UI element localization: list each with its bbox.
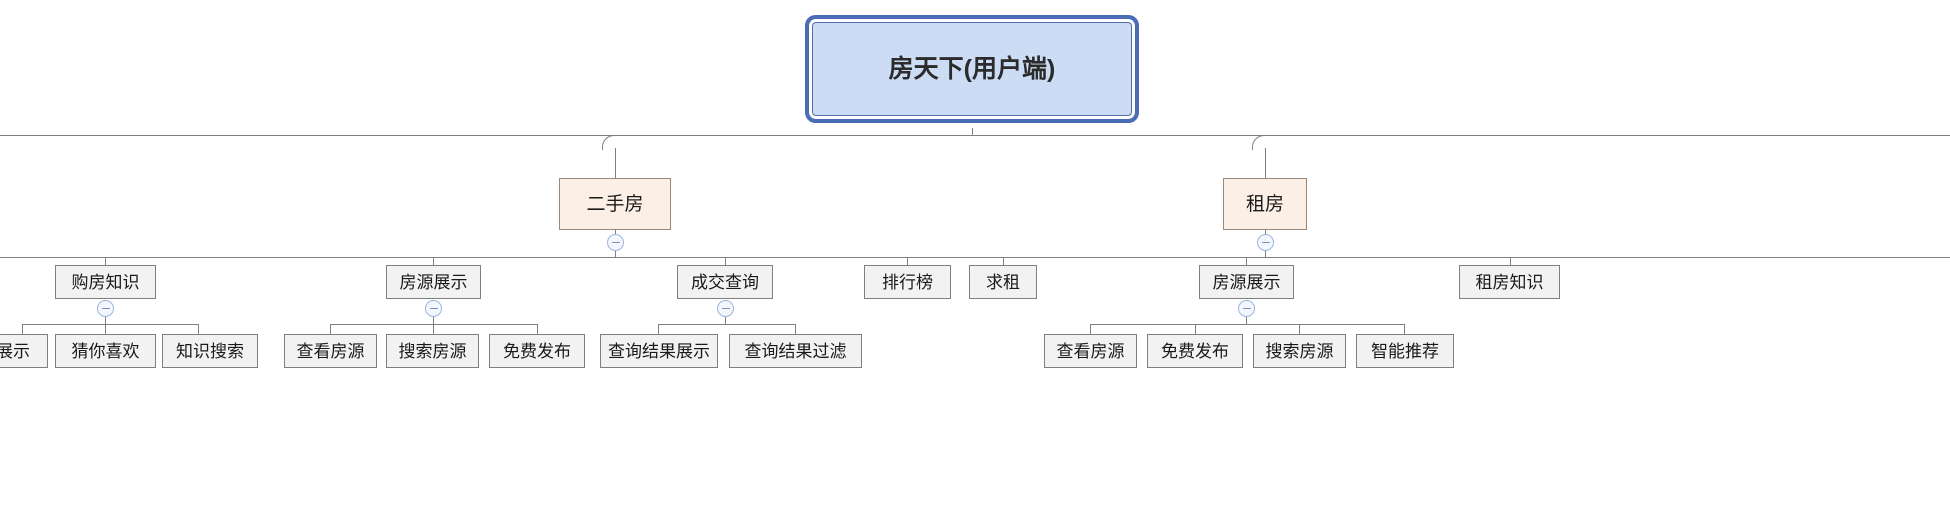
connector-erfang-drop xyxy=(615,148,616,178)
collapse-minus-icon xyxy=(429,307,438,310)
node-zf-mianfei-fabu-label: 免费发布 xyxy=(1161,341,1229,361)
connector-gfzs-c3 xyxy=(198,324,199,334)
connector-gfzs-c1 xyxy=(22,324,23,334)
node-zf-chakan-fangyuan-label: 查看房源 xyxy=(1056,341,1125,361)
node-esf-mianfei-fabu[interactable]: 免费发布 xyxy=(489,334,585,368)
node-chaxun-jieguo-guolv[interactable]: 查询结果过滤 xyxy=(729,334,862,368)
collapse-toggle-esf-fangyuan-zhanshi[interactable] xyxy=(425,300,442,317)
collapse-toggle-erfang[interactable] xyxy=(607,234,624,251)
connector-zufang-to-toggle xyxy=(1265,230,1266,235)
collapse-toggle-zufang[interactable] xyxy=(1257,234,1274,251)
connector-zufang-drop xyxy=(1265,148,1266,178)
collapse-minus-icon xyxy=(611,241,620,244)
node-chengjiao-chaxun-label: 成交查询 xyxy=(691,272,759,292)
node-zf-zhineng-tuijian-label: 智能推荐 xyxy=(1371,341,1439,361)
node-zf-sousuo-fangyuan[interactable]: 搜索房源 xyxy=(1253,334,1346,368)
node-esf-fangyuan-zhanshi[interactable]: 房源展示 xyxy=(386,265,481,299)
connector-gfzs-c2 xyxy=(105,324,106,334)
collapse-minus-icon xyxy=(1261,241,1270,244)
connector-cjcx-below-toggle xyxy=(725,317,726,324)
connector-zf-fyzs-c4 xyxy=(1404,324,1405,334)
node-esf-sousuo-fangyuan-label: 搜索房源 xyxy=(398,341,467,361)
node-zhi-shi-sou-suo-label: 知识搜索 xyxy=(176,341,244,361)
connector-zf-c1 xyxy=(1003,257,1004,265)
node-esf-mianfei-fabu-label: 免费发布 xyxy=(503,341,571,361)
node-zf-chakan-fangyuan[interactable]: 查看房源 xyxy=(1044,334,1137,368)
node-zf-sousuo-fangyuan-label: 搜索房源 xyxy=(1265,341,1334,361)
root-stem xyxy=(972,128,973,136)
branch-node-erfang[interactable]: 二手房 xyxy=(559,178,671,230)
connector-esf-fyzs-below-toggle xyxy=(433,317,434,324)
node-zhanshi-clipped[interactable]: 展示 xyxy=(0,334,48,368)
node-cai-ni-xi-huan-label: 猜你喜欢 xyxy=(71,341,140,361)
node-esf-chakan-fangyuan-label: 查看房源 xyxy=(296,341,365,361)
level3-spine xyxy=(0,257,1950,258)
connector-erfang-below-toggle xyxy=(615,251,616,257)
connector-esf-c3 xyxy=(907,257,908,265)
node-cai-ni-xi-huan[interactable]: 猜你喜欢 xyxy=(55,334,156,368)
connector-gfzs-drop xyxy=(105,257,106,265)
node-zufang-zhishi-label: 租房知识 xyxy=(1475,272,1544,292)
connector-zf-fyzs-bus xyxy=(1090,324,1405,325)
node-zf-fangyuan-zhanshi-label: 房源展示 xyxy=(1212,272,1281,292)
connector-esf-c1 xyxy=(433,257,434,265)
root-node[interactable]: 房天下(用户端) xyxy=(812,22,1132,116)
collapse-toggle-zf-fangyuan-zhanshi[interactable] xyxy=(1238,300,1255,317)
branch-node-erfang-label: 二手房 xyxy=(586,193,644,215)
connector-gfzs-below-toggle xyxy=(105,317,106,324)
branch-node-zufang[interactable]: 租房 xyxy=(1223,178,1307,230)
connector-zf-fyzs-c2 xyxy=(1195,324,1196,334)
collapse-toggle-chengjiao-chaxun[interactable] xyxy=(717,300,734,317)
connector-esf-fyzs-c2 xyxy=(433,324,434,334)
node-zf-fangyuan-zhanshi[interactable]: 房源展示 xyxy=(1199,265,1294,299)
node-qiuzu-label: 求租 xyxy=(986,272,1020,292)
collapse-toggle-gou-fang-zhi-shi[interactable] xyxy=(97,300,114,317)
connector-zf-fyzs-below-toggle xyxy=(1246,317,1247,324)
node-zhanshi-clipped-label: 展示 xyxy=(0,341,30,361)
node-chaxun-jieguo-zhanshi-label: 查询结果展示 xyxy=(608,341,710,361)
node-chengjiao-chaxun[interactable]: 成交查询 xyxy=(677,265,773,299)
node-zf-mianfei-fabu[interactable]: 免费发布 xyxy=(1147,334,1243,368)
connector-esf-fyzs-c1 xyxy=(330,324,331,334)
connector-erfang-to-toggle xyxy=(615,230,616,235)
connector-gfzs-bus xyxy=(22,324,199,325)
collapse-minus-icon xyxy=(101,307,110,310)
node-chaxun-jieguo-zhanshi[interactable]: 查询结果展示 xyxy=(600,334,718,368)
node-paihangbang[interactable]: 排行榜 xyxy=(864,265,951,299)
connector-erfang-elbow xyxy=(602,135,617,150)
connector-zf-fyzs-c3 xyxy=(1299,324,1300,334)
root-node-label: 房天下(用户端) xyxy=(888,54,1056,83)
connector-cjcx-bus xyxy=(658,324,796,325)
connector-zufang-elbow xyxy=(1252,135,1267,150)
node-esf-chakan-fangyuan[interactable]: 查看房源 xyxy=(284,334,377,368)
node-zf-zhineng-tuijian[interactable]: 智能推荐 xyxy=(1356,334,1454,368)
connector-zf-c3 xyxy=(1510,257,1511,265)
connector-esf-fyzs-bus xyxy=(330,324,538,325)
connector-esf-c2 xyxy=(725,257,726,265)
collapse-minus-icon xyxy=(721,307,730,310)
collapse-minus-icon xyxy=(1242,307,1251,310)
node-esf-fangyuan-zhanshi-label: 房源展示 xyxy=(399,272,468,292)
branch-node-zufang-label: 租房 xyxy=(1245,193,1284,215)
level2-spine xyxy=(0,135,1950,136)
connector-zf-c2 xyxy=(1246,257,1247,265)
node-gou-fang-zhi-shi-label: 购房知识 xyxy=(71,272,140,292)
node-chaxun-jieguo-guolv-label: 查询结果过滤 xyxy=(744,341,847,361)
node-zhi-shi-sou-suo[interactable]: 知识搜索 xyxy=(162,334,258,368)
connector-cjcx-c1 xyxy=(658,324,659,334)
connector-cjcx-c2 xyxy=(795,324,796,334)
node-gou-fang-zhi-shi[interactable]: 购房知识 xyxy=(55,265,156,299)
connector-esf-fyzs-c3 xyxy=(537,324,538,334)
node-qiuzu[interactable]: 求租 xyxy=(969,265,1037,299)
connector-zufang-below-toggle xyxy=(1265,251,1266,257)
connector-zf-fyzs-c1 xyxy=(1090,324,1091,334)
node-esf-sousuo-fangyuan[interactable]: 搜索房源 xyxy=(386,334,479,368)
node-paihangbang-label: 排行榜 xyxy=(882,272,933,292)
node-zufang-zhishi[interactable]: 租房知识 xyxy=(1459,265,1560,299)
